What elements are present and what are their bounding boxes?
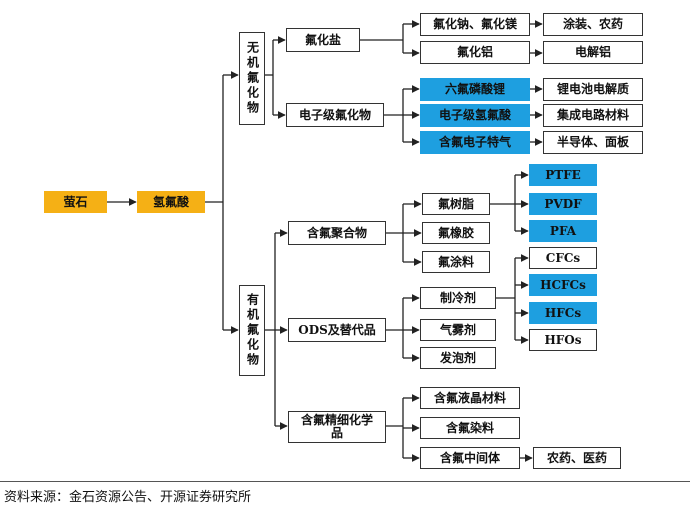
node-fluoro-intermediate: 含氟中间体 bbox=[420, 447, 520, 469]
node-foaming-agent: 发泡剂 bbox=[420, 347, 496, 369]
node-fluorite: 萤石 bbox=[44, 191, 107, 213]
node-electrolytic-aluminum: 电解铝 bbox=[543, 41, 643, 64]
node-refrigerant: 制冷剂 bbox=[420, 287, 496, 309]
node-pvdf: PVDF bbox=[529, 193, 597, 215]
node-inorganic-fluoride: 无机氟化物 bbox=[239, 32, 265, 125]
node-electronic-hf: 电子级氢氟酸 bbox=[420, 104, 530, 127]
node-ods-substitutes: ODS及替代品 bbox=[288, 318, 386, 342]
footer-divider bbox=[0, 481, 690, 482]
node-pesticide-medicine: 农药、医药 bbox=[533, 447, 621, 469]
node-hfcs: HFCs bbox=[529, 302, 597, 324]
node-hydrofluoric-acid: 氢氟酸 bbox=[137, 191, 205, 213]
node-cfcs: CFCs bbox=[529, 247, 597, 269]
node-fluoropolymer: 含氟聚合物 bbox=[288, 221, 386, 245]
node-fluoride-salt: 氟化盐 bbox=[286, 28, 360, 52]
node-fluoro-dye: 含氟染料 bbox=[420, 417, 520, 439]
node-fine-chemicals: 含氟精细化学品 bbox=[288, 411, 386, 443]
node-aluminum-fluoride: 氟化铝 bbox=[420, 41, 530, 64]
node-semiconductor-panel: 半导体、面板 bbox=[543, 131, 643, 154]
node-lc-material: 含氟液晶材料 bbox=[420, 387, 520, 409]
node-li-battery-electrolyte: 锂电池电解质 bbox=[543, 78, 643, 101]
node-fluororesin: 氟树脂 bbox=[422, 193, 490, 215]
node-coatings-pesticide: 涂装、农药 bbox=[543, 13, 643, 36]
node-ptfe: PTFE bbox=[529, 164, 597, 186]
node-ic-material: 集成电路材料 bbox=[543, 104, 643, 127]
source-note: 资料来源：金石资源公告、开源证券研究所 bbox=[4, 490, 252, 505]
node-hcfcs: HCFCs bbox=[529, 274, 597, 296]
node-aerosol: 气雾剂 bbox=[420, 319, 496, 341]
node-organic-fluoride: 有机氟化物 bbox=[239, 285, 265, 376]
node-electronic-fluoride: 电子级氟化物 bbox=[286, 103, 384, 127]
node-pfa: PFA bbox=[529, 220, 597, 242]
node-fluorocoating: 氟涂料 bbox=[422, 251, 490, 273]
node-hfos: HFOs bbox=[529, 329, 597, 351]
node-lipf6: 六氟磷酸锂 bbox=[420, 78, 530, 101]
node-electronic-gas: 含氟电子特气 bbox=[420, 131, 530, 154]
node-fluororubber: 氟橡胶 bbox=[422, 222, 490, 244]
node-na-mg-fluoride: 氟化钠、氟化镁 bbox=[420, 13, 530, 36]
